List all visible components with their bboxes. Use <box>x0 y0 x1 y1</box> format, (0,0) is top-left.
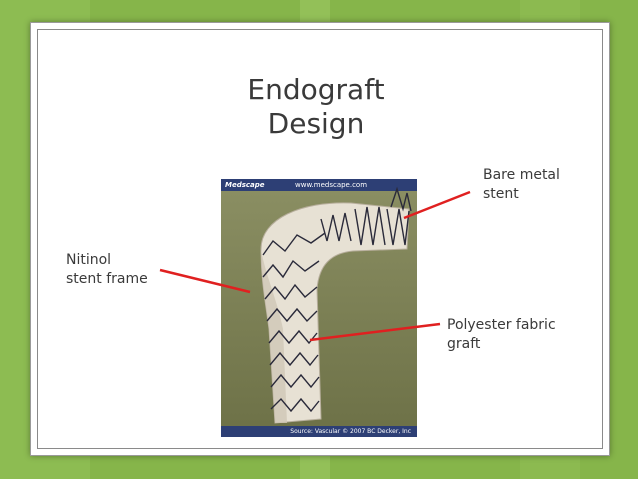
label-polyester-fabric-graft: Polyester fabric graft <box>447 316 556 354</box>
slide: Endograft Design Bare metal stent Nitino… <box>30 22 610 456</box>
pointer-bare-metal <box>403 190 471 220</box>
endograft-photo: Medscape www.medscape.com <box>221 179 417 437</box>
title-line-1: Endograft <box>247 73 385 106</box>
slide-inner-border <box>37 29 603 449</box>
label-line: graft <box>447 336 481 352</box>
label-line: Bare metal <box>483 167 560 183</box>
photo-brand: Medscape <box>225 181 265 189</box>
photo-header: Medscape www.medscape.com <box>221 179 417 191</box>
label-line: Polyester fabric <box>447 317 556 333</box>
title-line-2: Design <box>267 107 365 140</box>
pointer-nitinol <box>159 268 251 294</box>
pointer-polyester <box>309 322 441 342</box>
label-bare-metal-stent: Bare metal stent <box>483 166 560 204</box>
label-line: Nitinol <box>66 252 112 268</box>
label-line: stent <box>483 186 519 202</box>
endograft-illustration <box>221 186 417 426</box>
photo-url: www.medscape.com <box>295 181 368 189</box>
label-line: stent frame <box>66 271 148 287</box>
stent-wires <box>262 186 412 413</box>
slide-title: Endograft Design <box>231 73 401 141</box>
label-nitinol-stent-frame: Nitinol stent frame <box>66 251 148 289</box>
photo-footer: Source: Vascular © 2007 BC Decker, Inc <box>221 426 417 437</box>
